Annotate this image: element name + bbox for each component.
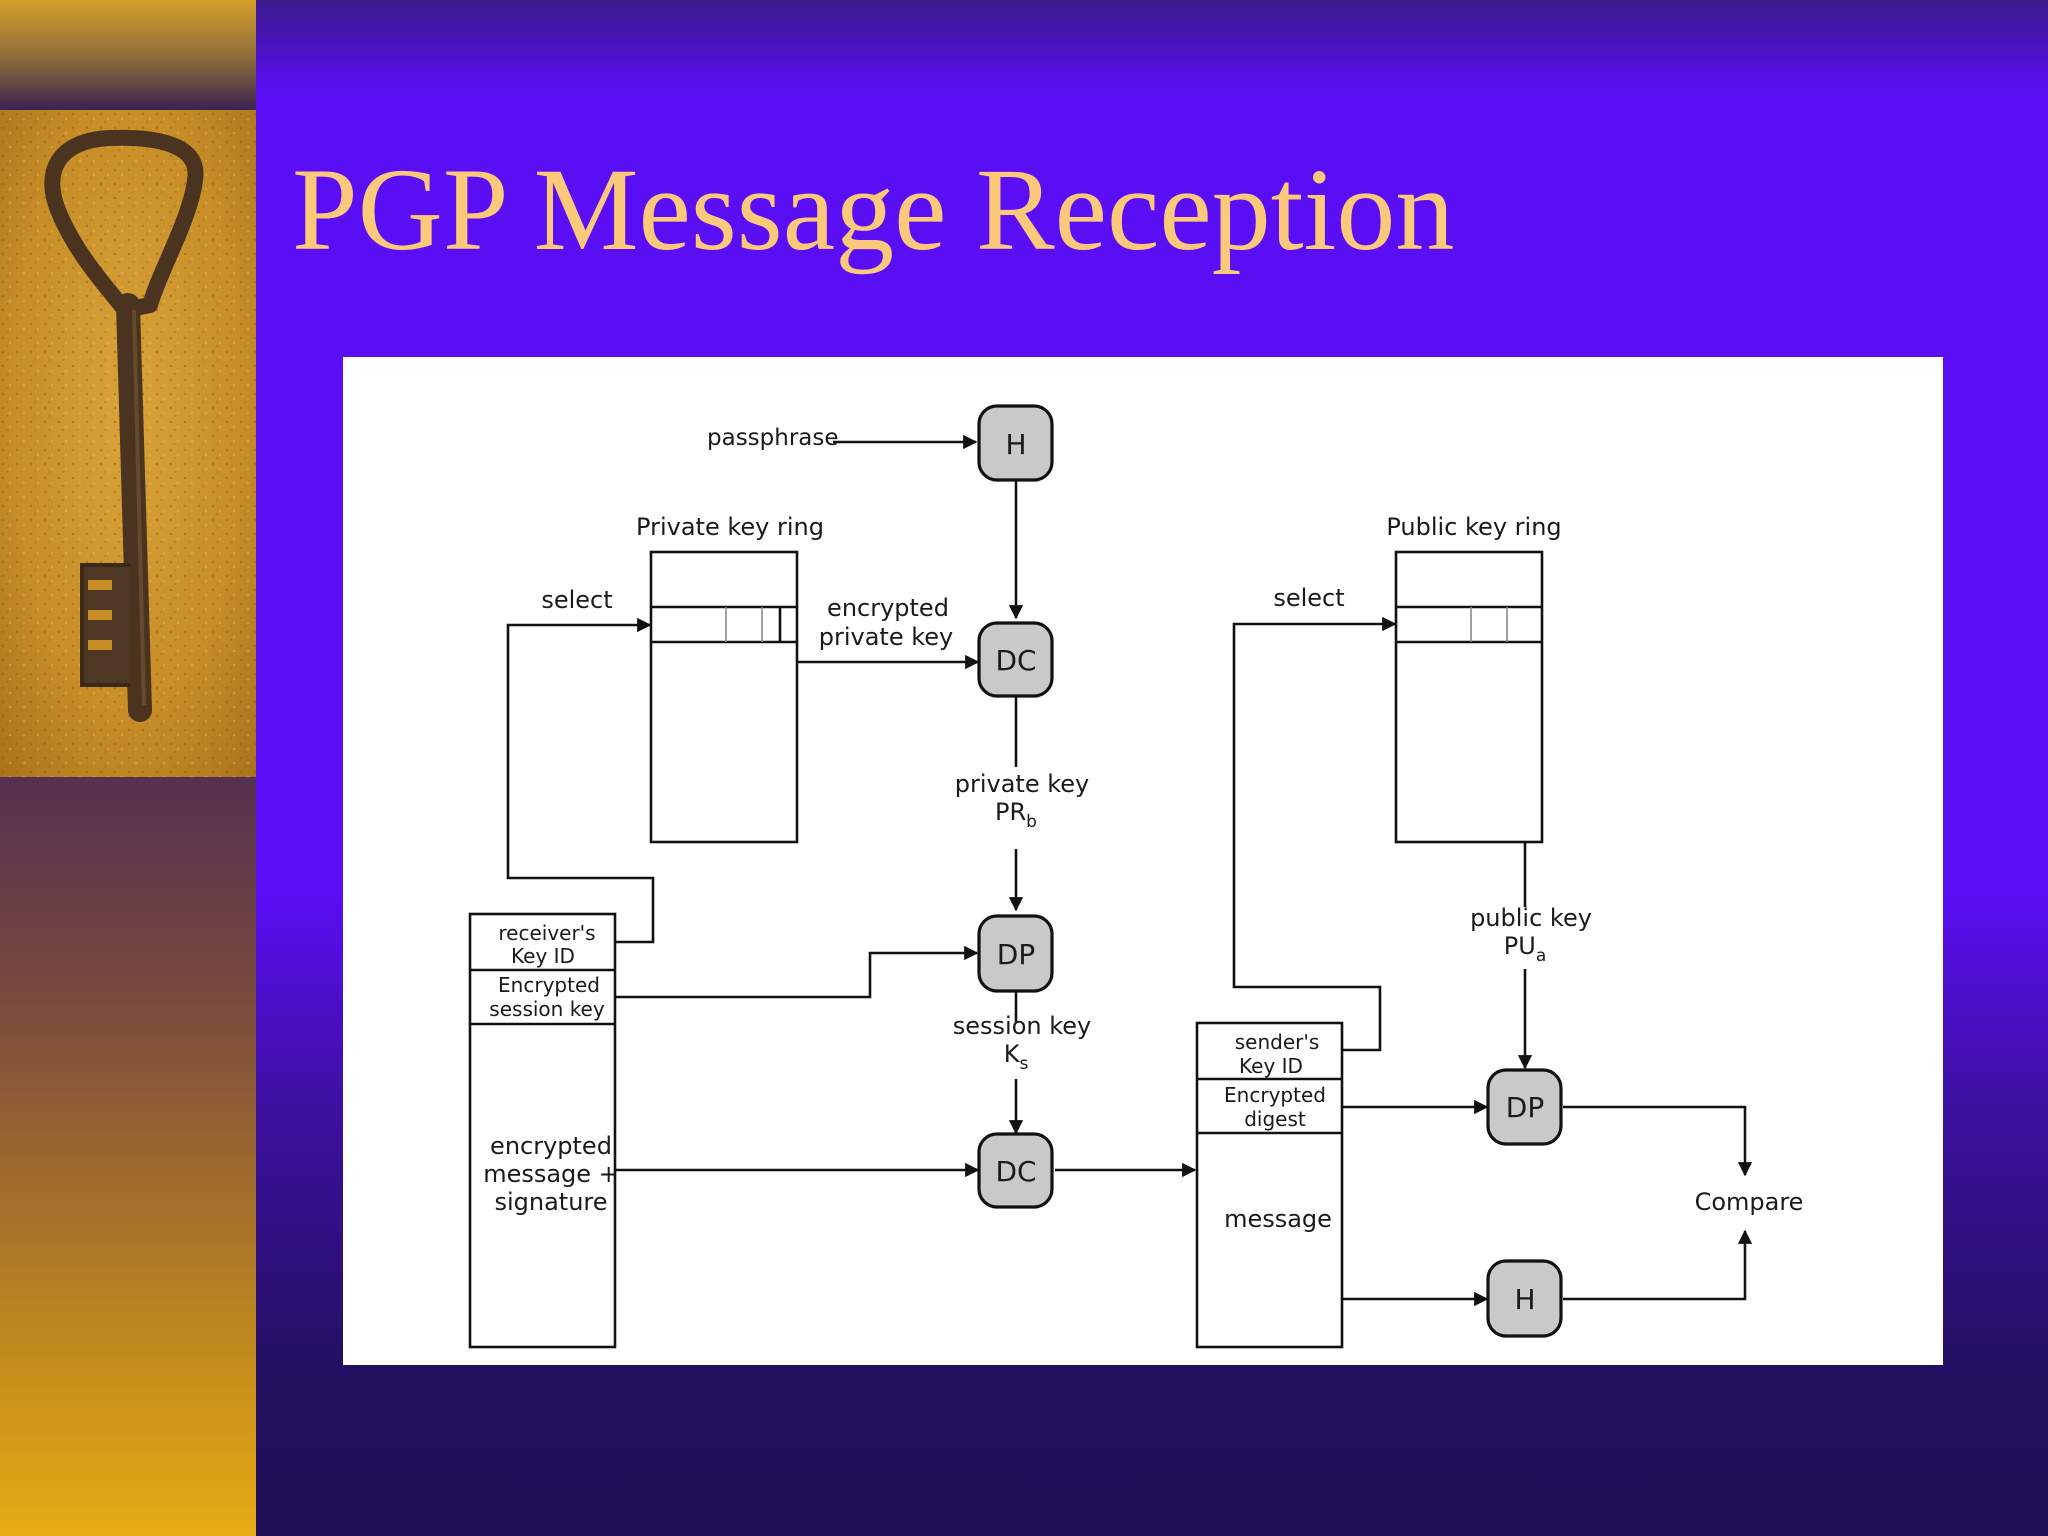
public-key-pu-label: public key PUa [1470,904,1592,966]
svg-text:public key: public key [1470,904,1592,932]
private-key-ring-table [649,550,799,844]
private-key-pr-label: private key PRb [955,770,1090,832]
svg-text:encrypted: encrypted [827,594,949,622]
svg-text:H: H [1005,428,1026,461]
pgp-reception-diagram: H DC DP DC DP H passphrase Private key r… [343,357,1943,1365]
encrypted-private-key-label: encrypted private key [815,589,965,651]
encrypted-digest-line1: Encrypted [1224,1083,1326,1107]
svg-text:DC: DC [995,1155,1036,1188]
decrypt-dp-node-left: DP [977,914,1054,993]
svg-text:session key: session key [953,1012,1091,1040]
hash-node-bottom: H [1486,1259,1563,1338]
senders-key-id-line1: sender's [1235,1030,1320,1054]
svg-text:private key: private key [819,623,954,651]
decrypt-dp-node-right: DP [1486,1068,1563,1146]
receivers-key-id-line1: receiver's [498,921,595,945]
slide-title: PGP Message Reception [292,144,1455,275]
select-left-label: select [541,586,612,614]
hash-node-top: H [977,404,1054,482]
encrypted-session-key-line2: session key [489,997,605,1021]
received-message-packet [468,912,617,1349]
encrypted-message-line1: encrypted [490,1132,612,1160]
antique-key-image [0,110,256,777]
sidebar-decoration [0,0,256,1536]
encrypted-digest-line2: digest [1244,1107,1306,1131]
encrypted-session-key-line1: Encrypted [498,973,600,997]
receivers-key-id-line2: Key ID [511,944,575,968]
session-key-ks-label: session key Ks [953,1012,1091,1074]
encrypted-message-line2: message + [483,1160,619,1188]
svg-text:DP: DP [997,938,1035,971]
sidebar-top-band [0,0,256,110]
public-key-ring-label: Public key ring [1386,513,1561,541]
svg-text:DP: DP [1506,1091,1544,1124]
decrypted-message-packet [1195,1021,1344,1349]
private-key-ring-label: Private key ring [636,513,824,541]
svg-text:H: H [1514,1283,1535,1316]
svg-text:PRb: PRb [995,798,1037,832]
select-right-label: select [1273,584,1344,612]
senders-key-id-line2: Key ID [1239,1054,1303,1078]
svg-text:DC: DC [995,644,1036,677]
public-key-ring-table [1394,550,1544,844]
message-label: message [1224,1205,1332,1233]
compare-label: Compare [1695,1188,1804,1216]
decrypt-dc-node-top: DC [977,621,1054,698]
hash-to-compare-arrow [1563,1229,1753,1301]
dp-to-compare-arrow [1563,1105,1753,1177]
svg-text:Ks: Ks [1004,1040,1029,1074]
svg-text:private key: private key [955,770,1090,798]
svg-text:PUa: PUa [1504,932,1546,966]
encrypted-session-key-arrow [615,945,979,999]
select-private-key-arrow [506,617,655,944]
decrypt-dc-node-bottom: DC [977,1132,1054,1209]
passphrase-label: passphrase [707,425,839,451]
select-public-key-arrow [1232,616,1397,1052]
encrypted-message-line3: signature [494,1188,607,1216]
